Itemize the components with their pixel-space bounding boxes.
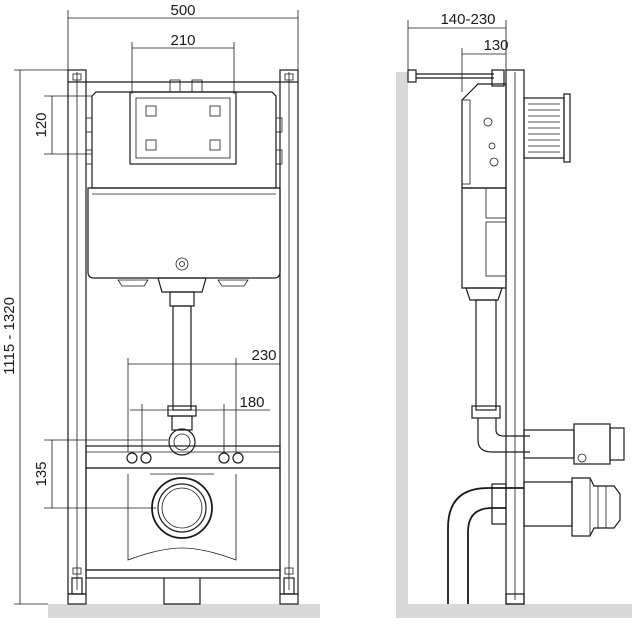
tank-body <box>87 187 281 293</box>
stud-rail <box>85 445 281 469</box>
dim-frame-depth: 130 <box>483 37 508 54</box>
outlet-bend <box>447 477 621 604</box>
flush-pipe <box>167 291 197 456</box>
frame-uprights <box>67 69 299 595</box>
actuator-module <box>523 93 571 163</box>
floor-side <box>396 604 632 618</box>
wall-side <box>396 72 408 604</box>
dim-stud-spacing-outer: 230 <box>251 347 276 364</box>
inlet-connector <box>523 423 625 465</box>
dim-wall-depth: 140-230 <box>440 11 495 28</box>
dim-outlet-height: 135 <box>33 461 50 486</box>
cistern-tank <box>85 79 283 189</box>
side-view <box>407 69 625 605</box>
cistern-side <box>461 83 507 301</box>
side-dimensions: 140-230 130 <box>407 11 509 92</box>
outlet-bracket <box>85 467 281 571</box>
wall-bracket <box>407 69 505 87</box>
dim-button-width: 210 <box>170 32 195 49</box>
dim-stud-spacing-inner: 180 <box>239 394 264 411</box>
floor-front <box>48 604 320 618</box>
flush-pipe-side <box>471 299 530 453</box>
dim-tank-height: 120 <box>33 112 50 137</box>
frame-feet <box>67 569 299 605</box>
front-dimensions: 500 210 120 1115 - 1320 230 180 135 <box>1 2 299 605</box>
side-upright <box>505 69 525 605</box>
front-view <box>67 69 299 605</box>
dim-install-height: 1115 - 1320 <box>1 297 18 375</box>
dim-frame-width: 500 <box>170 2 195 19</box>
